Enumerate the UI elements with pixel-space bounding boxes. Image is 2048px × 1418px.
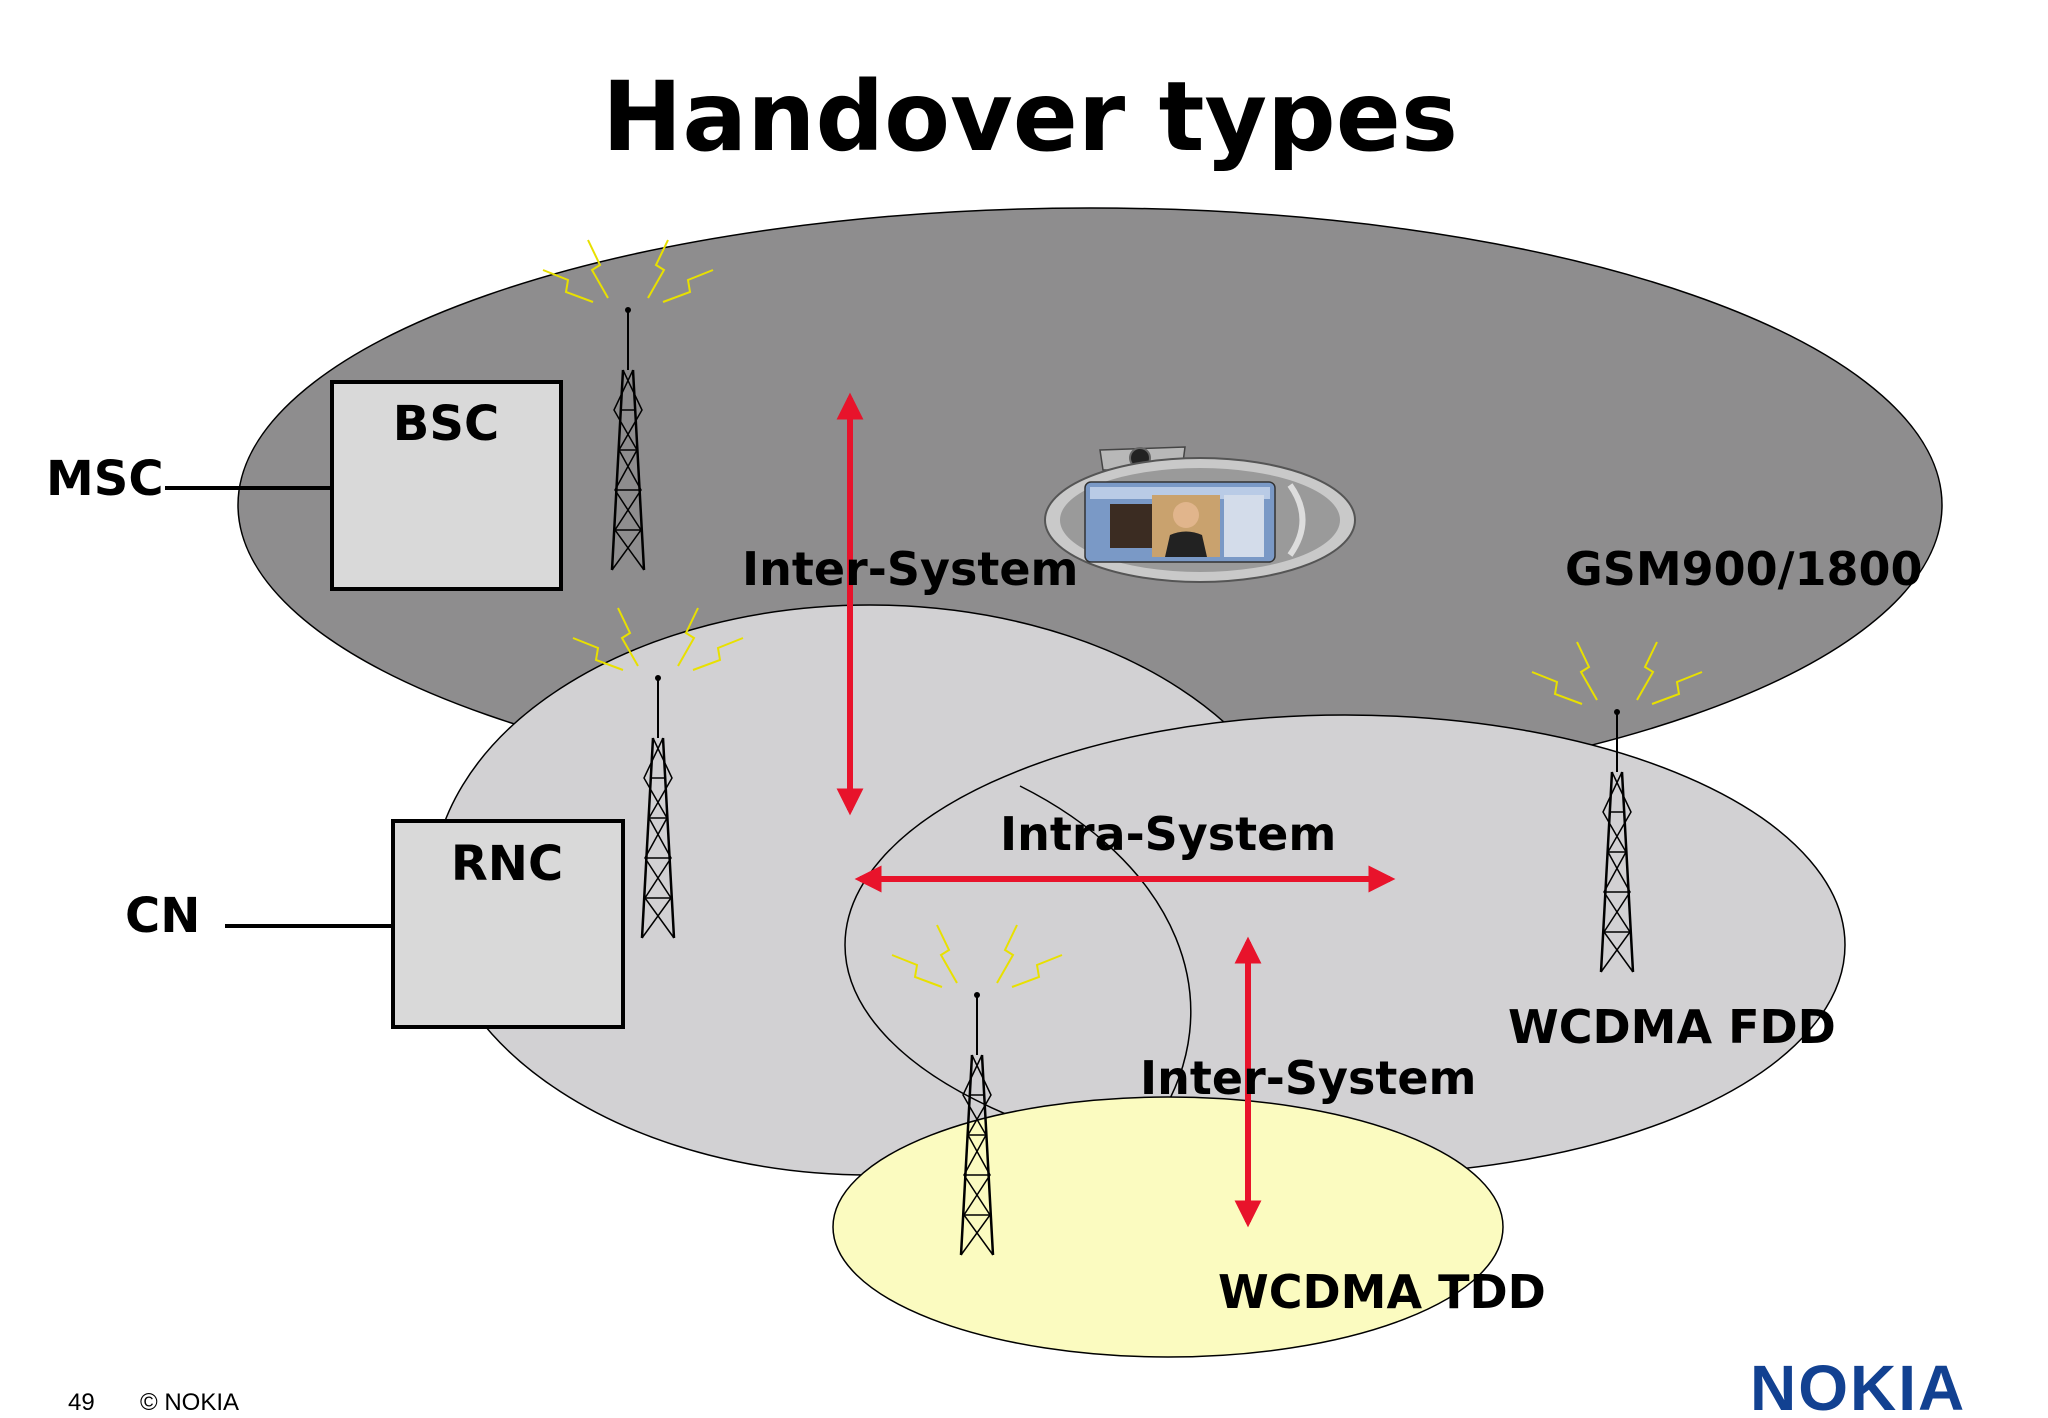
cn-label: CN (125, 888, 200, 944)
msc-label: MSC (46, 451, 164, 507)
wcdma-fdd-coverage-area (844, 714, 1846, 1176)
nokia-logo: NOKIA (1750, 1352, 1966, 1418)
mobile-phone-icon (1044, 446, 1356, 583)
gsm-system-label: GSM900/1800 (1565, 542, 1923, 596)
copyright: © NOKIA (140, 1389, 239, 1416)
wcdma-overlap-outline (1019, 785, 1192, 1121)
bsc-label: BSC (393, 396, 499, 452)
inter-system-label-bottom: Inter-System (1140, 1051, 1476, 1105)
page-number: 49 (68, 1389, 95, 1416)
bsc-box (330, 380, 563, 591)
inter-system-label-top: Inter-System (742, 542, 1078, 596)
wcdma-tdd-coverage-area (832, 1096, 1504, 1358)
wcdma-tdd-label: WCDMA TDD (1218, 1265, 1546, 1319)
intra-system-label: Intra-System (1000, 807, 1336, 861)
page-title: Handover types (602, 61, 1458, 173)
wcdma-fdd-label: WCDMA FDD (1508, 1000, 1836, 1054)
rnc-label: RNC (451, 836, 563, 892)
